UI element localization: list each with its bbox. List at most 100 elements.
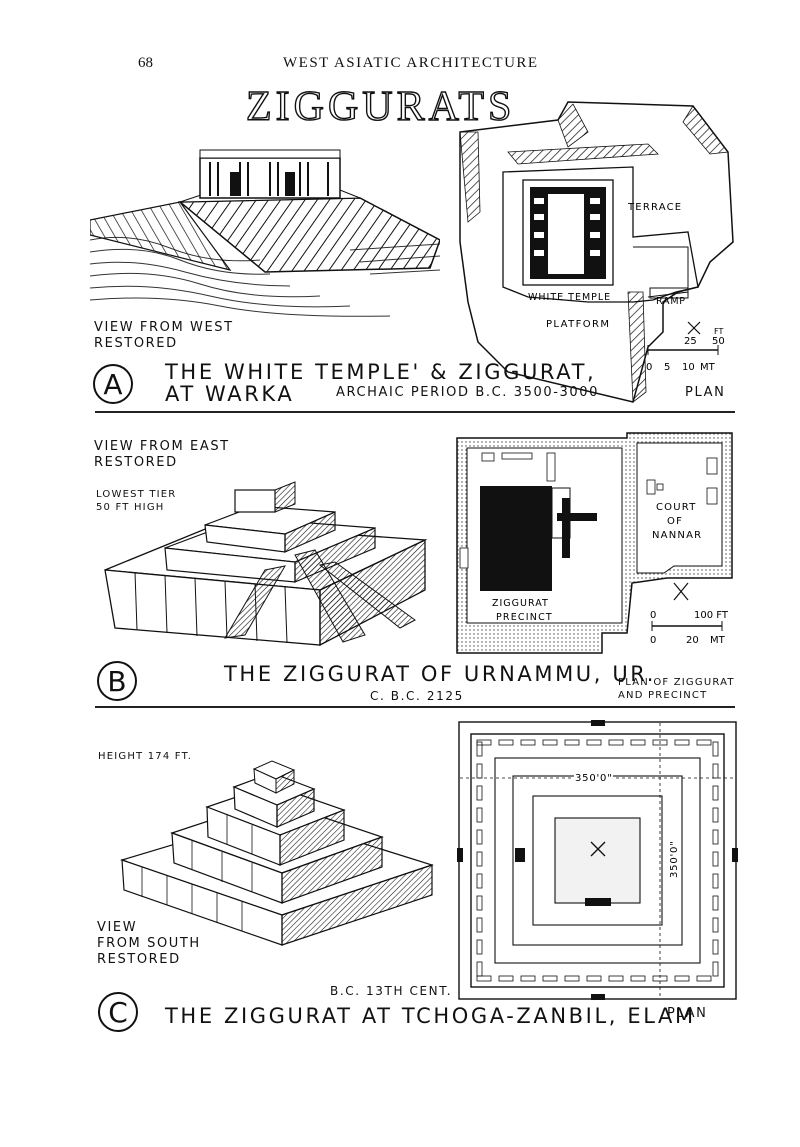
view-label-b: VIEW FROM EAST RESTORED [94, 439, 230, 470]
divider-a [95, 411, 735, 413]
tier-note-b: LOWEST TIER 50 FT HIGH [96, 489, 177, 513]
svg-text:TERRACE: TERRACE [627, 202, 682, 213]
corridor-cell [712, 961, 719, 977]
svg-text:PLATFORM: PLATFORM [546, 319, 610, 330]
svg-text:RAMP: RAMP [656, 296, 686, 307]
enclosure-ring [470, 733, 725, 988]
corridor-cell [674, 739, 690, 746]
corridor-cell [712, 807, 719, 823]
corridor-cell [608, 975, 624, 982]
plan-label-c: PLAN [667, 1006, 708, 1021]
svg-text:WHITE TEMPLE: WHITE TEMPLE [528, 292, 611, 303]
corridor-cell [696, 975, 712, 982]
running-head: WEST ASIATIC ARCHITECTURE [283, 55, 539, 71]
section-letter-b: B [97, 661, 137, 701]
svg-text:100 FT: 100 FT [694, 610, 729, 621]
corridor-cell [608, 739, 624, 746]
caption-a-line2: AT WARKA [165, 382, 295, 406]
caption-b: THE ZIGGURAT OF URNAMMU, UR. [224, 662, 657, 686]
svg-text:20: 20 [686, 635, 699, 646]
corridor-cell [476, 851, 483, 867]
view-label-c: VIEW FROM SOUTH RESTORED [97, 920, 201, 967]
corridor-cell [476, 741, 483, 757]
date-b: C. B.C. 2125 [370, 689, 464, 703]
section-letter-a: A [93, 364, 133, 404]
svg-text:50: 50 [712, 336, 725, 347]
corridor-cell [712, 829, 719, 845]
svg-text:OF: OF [667, 516, 683, 527]
corridor-cell [712, 939, 719, 955]
section-letter-c: C [98, 992, 138, 1032]
corridor-cell [712, 763, 719, 779]
divider-b [95, 706, 735, 708]
tchoga-zanbil-perspective-view [120, 760, 434, 946]
corridor-cell [630, 975, 646, 982]
ur-ziggurat-perspective-view [104, 481, 428, 647]
tchoga-zanbil-plan: 350'0" 350'0" [457, 720, 738, 1000]
corridor-cell [542, 975, 558, 982]
corridor-cell [520, 739, 536, 746]
corridor-cell [520, 975, 536, 982]
enclosure-ring [494, 757, 701, 964]
corridor-cell [476, 829, 483, 845]
svg-text:350'0": 350'0" [669, 840, 680, 878]
caption-a-line1: THE WHITE TEMPLE' & ZIGGURAT, [165, 360, 597, 384]
corridor-cell [712, 851, 719, 867]
corridor-cell [564, 975, 580, 982]
corridor-cell [652, 739, 668, 746]
corridor-cell [630, 739, 646, 746]
svg-text:0: 0 [650, 635, 656, 646]
corridor-cell [586, 739, 602, 746]
svg-text:MT: MT [700, 362, 716, 373]
svg-text:FT: FT [714, 327, 723, 336]
svg-text:350'0": 350'0" [575, 773, 613, 784]
corridor-cell [476, 807, 483, 823]
height-label-c: HEIGHT 174 FT. [98, 751, 193, 762]
corridor-cell [476, 939, 483, 955]
svg-text:5: 5 [664, 362, 670, 373]
svg-text:PRECINCT: PRECINCT [496, 612, 553, 623]
corridor-cell [498, 739, 514, 746]
corridor-cell [712, 741, 719, 757]
svg-text:0: 0 [646, 362, 652, 373]
corridor-cell [712, 785, 719, 801]
corridor-cell [712, 873, 719, 889]
corridor-cell [476, 975, 492, 982]
enclosure-ring [554, 817, 641, 904]
corridor-cell [476, 763, 483, 779]
svg-text:NANNAR: NANNAR [652, 530, 702, 541]
caption-c: THE ZIGGURAT AT TCHOGA-ZANBIL, ELAM [165, 1004, 696, 1028]
corridor-cell [498, 975, 514, 982]
white-temple-perspective-view [90, 149, 440, 317]
period-a: ARCHAIC PERIOD B.C. 3500-3000 [336, 385, 600, 400]
svg-text:10: 10 [682, 362, 695, 373]
view-label-a: VIEW FROM WEST RESTORED [94, 320, 234, 351]
corridor-cell [476, 739, 492, 746]
corridor-cell [564, 739, 580, 746]
svg-text:COURT: COURT [656, 502, 697, 513]
svg-text:ZIGGURAT: ZIGGURAT [492, 598, 549, 609]
corridor-cell [712, 917, 719, 933]
page-number: 68 [138, 55, 153, 71]
page-title: ZIGGURATS [245, 83, 515, 128]
white-temple-plan: TERRACE WHITE TEMPLE RAMP PLATFORM 25 50… [459, 101, 734, 403]
corridor-cell [476, 961, 483, 977]
corridor-cell [712, 895, 719, 911]
enclosure-ring [512, 775, 683, 946]
plan-label-a: PLAN [685, 385, 726, 400]
corridor-cell [476, 873, 483, 889]
svg-text:0: 0 [650, 610, 656, 621]
corridor-cell [696, 739, 712, 746]
svg-text:ZIGGURATS: ZIGGURATS [246, 84, 515, 128]
corridor-cell [542, 739, 558, 746]
corridor-cell [476, 895, 483, 911]
corridor-cell [674, 975, 690, 982]
corridor-cell [476, 917, 483, 933]
plan-label-b: PLAN OF ZIGGURAT AND PRECINCT [618, 677, 735, 701]
corridor-cell [586, 975, 602, 982]
enclosure-ring [532, 795, 663, 926]
svg-text:25: 25 [684, 336, 697, 347]
ur-ziggurat-plan: COURT OF NANNAR ZIGGURAT PRECINCT 0 100 … [456, 432, 733, 654]
svg-text:MT: MT [710, 635, 726, 646]
corridor-cell [476, 785, 483, 801]
